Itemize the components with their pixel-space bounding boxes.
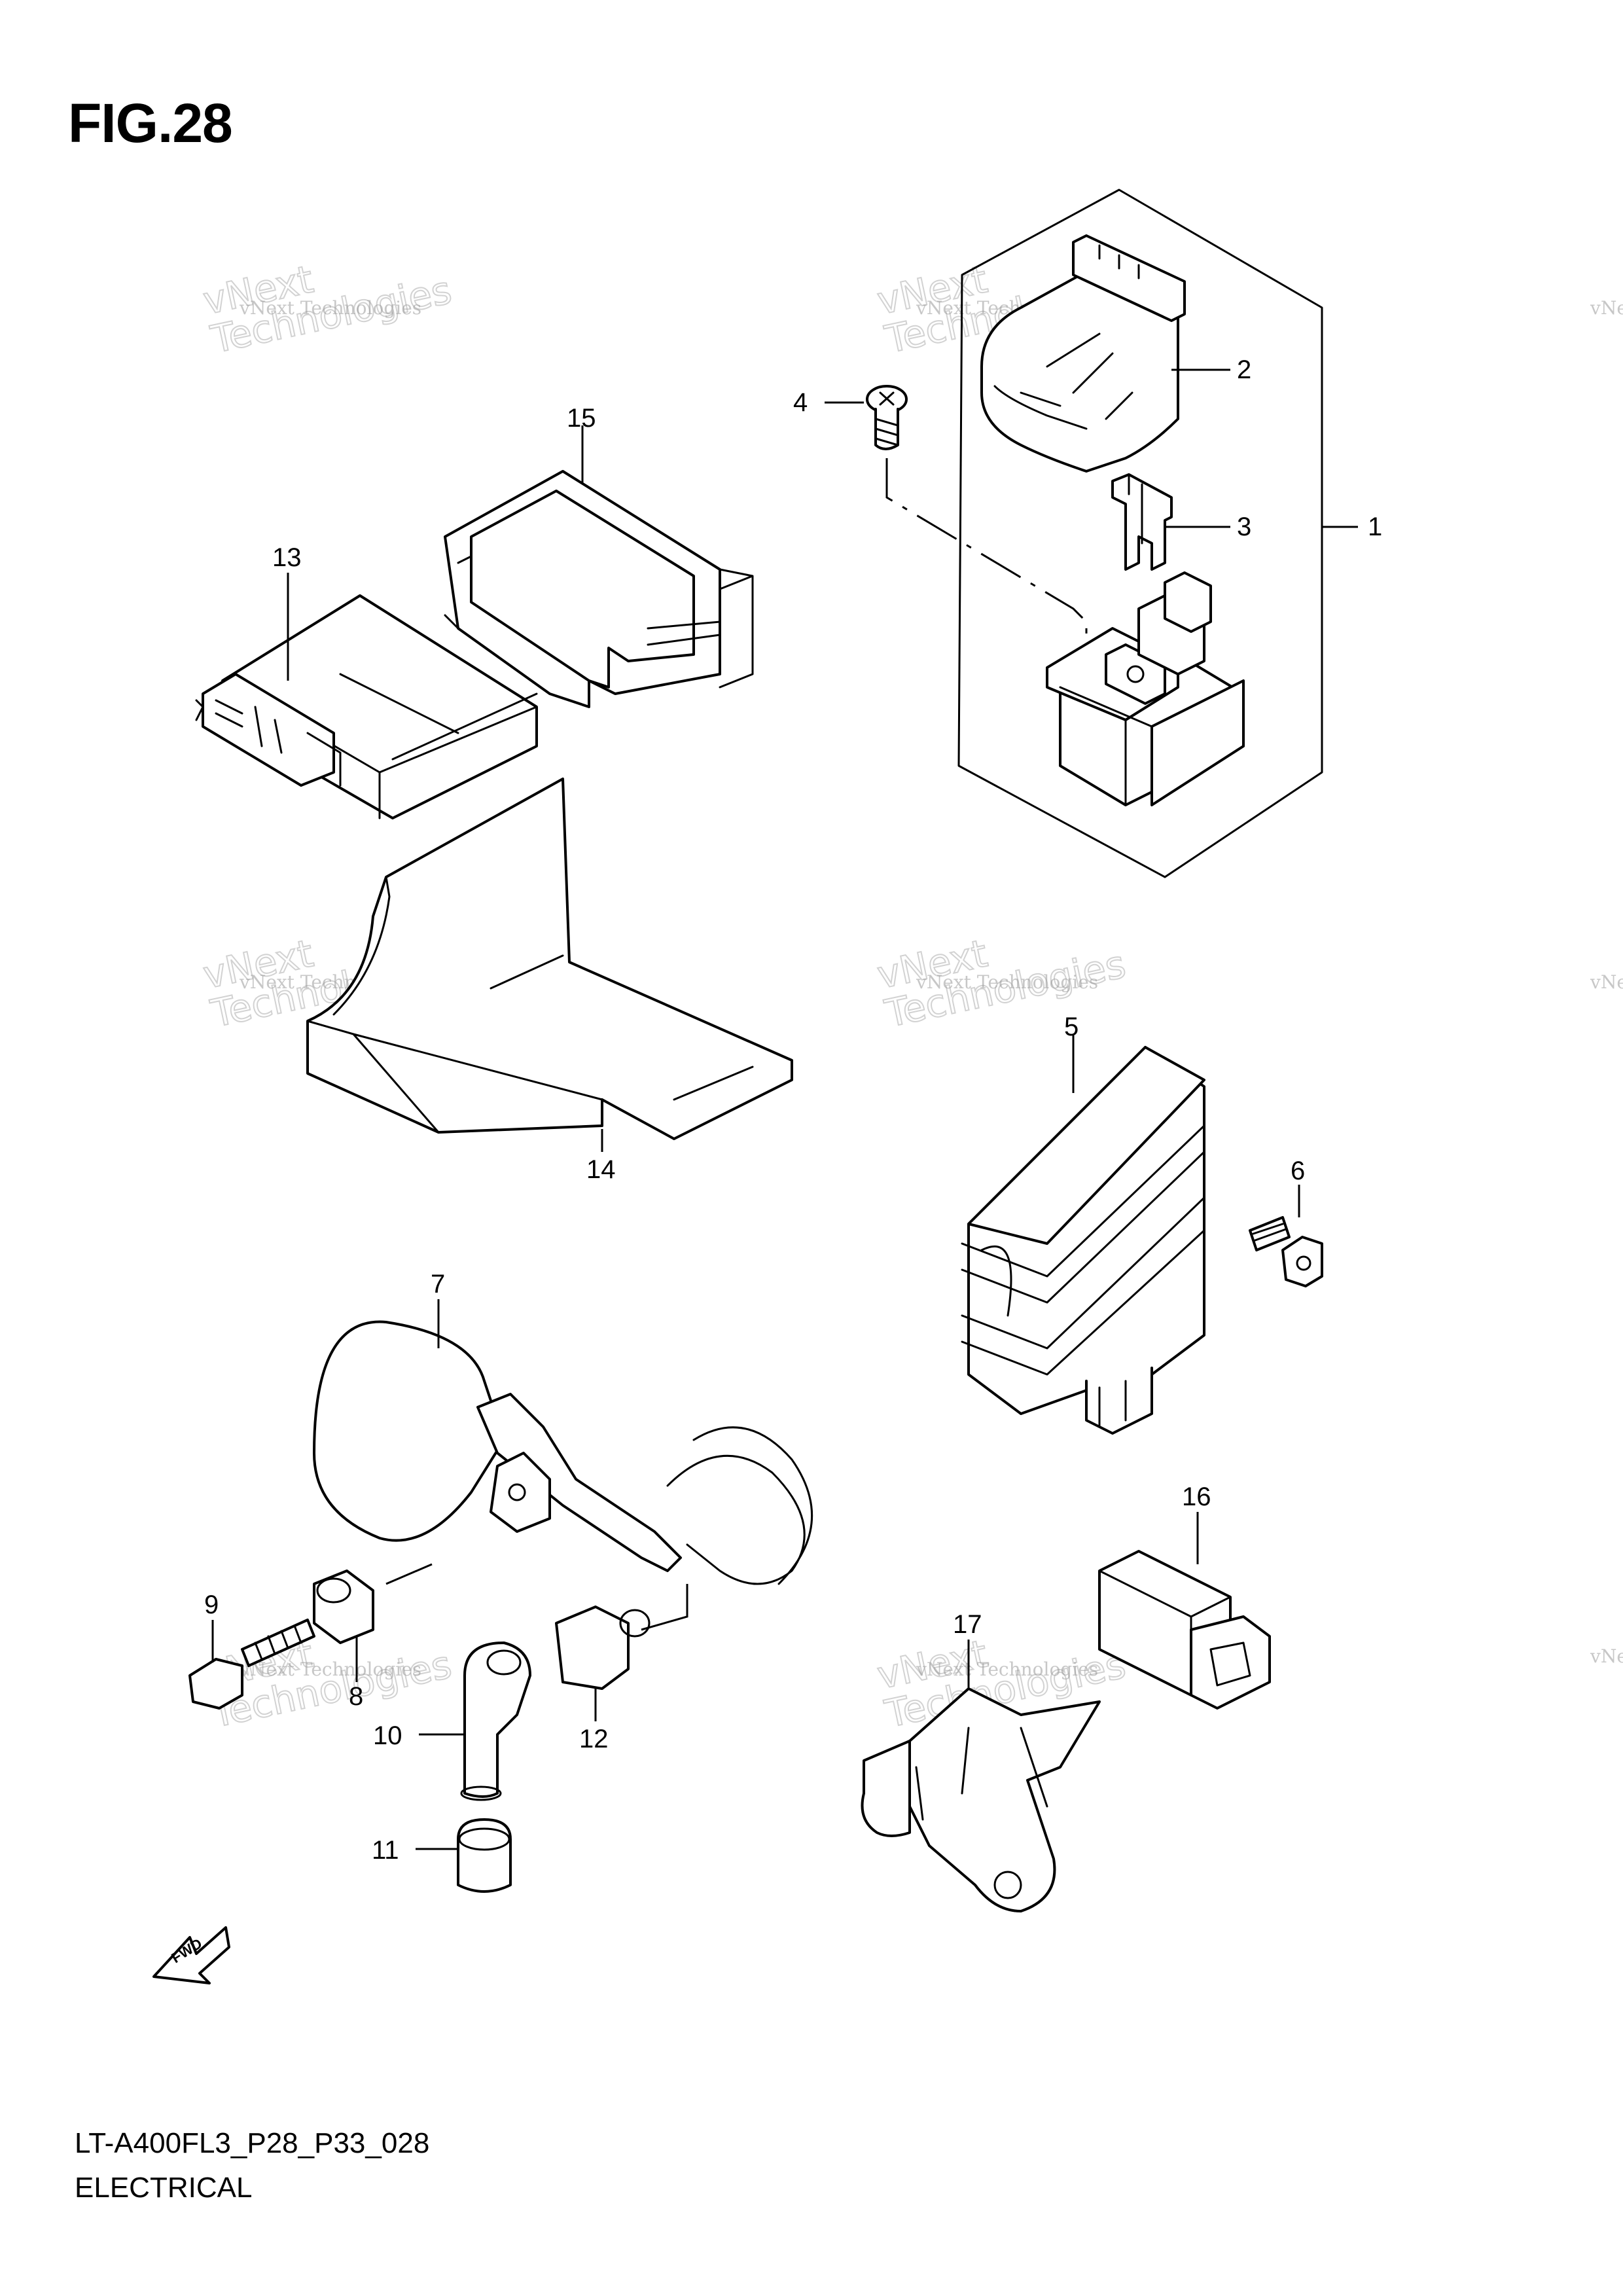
part-13-ecm <box>195 594 538 819</box>
callout-14: 14 <box>586 1155 616 1184</box>
watermark-text: vNext Technologies <box>916 971 1098 993</box>
part-11-cap <box>457 1818 512 1893</box>
watermark-text: vNext Technologies <box>239 1659 421 1680</box>
callout-12: 12 <box>579 1725 609 1753</box>
callout-15: 15 <box>567 404 596 433</box>
part-10-plug-cap <box>460 1641 531 1801</box>
callout-13: 13 <box>272 543 302 572</box>
part-5-regulator <box>961 1046 1205 1435</box>
watermark-text-partial: vNext Technologies <box>1590 297 1623 319</box>
watermark-text: vNext Technologies <box>239 297 421 319</box>
part-16-relay <box>1098 1550 1271 1710</box>
callout-7: 7 <box>431 1270 445 1299</box>
part-8-spacer <box>313 1570 374 1644</box>
part-3-fuse <box>1111 473 1173 571</box>
watermark-text-partial: vNext Technologies <box>1590 1645 1623 1667</box>
callout-labels: 1 2 3 4 5 6 7 8 9 10 11 12 13 14 15 16 1… <box>204 355 1382 1865</box>
starter-relay-body <box>1046 571 1245 806</box>
callout-11: 11 <box>372 1836 399 1865</box>
callout-10: 10 <box>373 1721 402 1750</box>
callout-4: 4 <box>793 388 808 417</box>
part-9-bolt <box>188 1619 315 1710</box>
model-code: LT-A400FL3_P28_P33_028 <box>75 2127 430 2159</box>
fwd-arrow: FWD <box>152 1926 230 1984</box>
callout-5: 5 <box>1064 1013 1079 1041</box>
part-12-boot <box>555 1605 651 1690</box>
part-7-ignition-coil <box>313 1320 813 1585</box>
part-2-relay-cover <box>980 234 1186 473</box>
callout-1: 1 <box>1368 512 1382 541</box>
part-4-screw <box>866 385 908 450</box>
callout-17: 17 <box>953 1610 982 1639</box>
watermark-text: vNext Technologies <box>916 1659 1098 1680</box>
callout-6: 6 <box>1291 1157 1305 1185</box>
figure-title: FIG.28 <box>68 92 233 154</box>
part-15-ecm-cover <box>444 470 754 708</box>
part-6-bolt <box>1249 1216 1323 1287</box>
part-17-bracket <box>861 1687 1101 1912</box>
starter-relay-assembly-outline <box>957 188 1323 878</box>
callout-8: 8 <box>349 1682 363 1711</box>
callout-9: 9 <box>204 1590 219 1619</box>
callout-leaders <box>211 368 1358 1850</box>
callout-16: 16 <box>1182 1482 1211 1511</box>
callout-3: 3 <box>1237 512 1251 541</box>
section-name: ELECTRICAL <box>75 2172 253 2204</box>
callout-2: 2 <box>1237 355 1251 384</box>
watermark-text-partial: vNext Technologies <box>1590 971 1623 993</box>
part-14-bracket <box>306 778 793 1140</box>
